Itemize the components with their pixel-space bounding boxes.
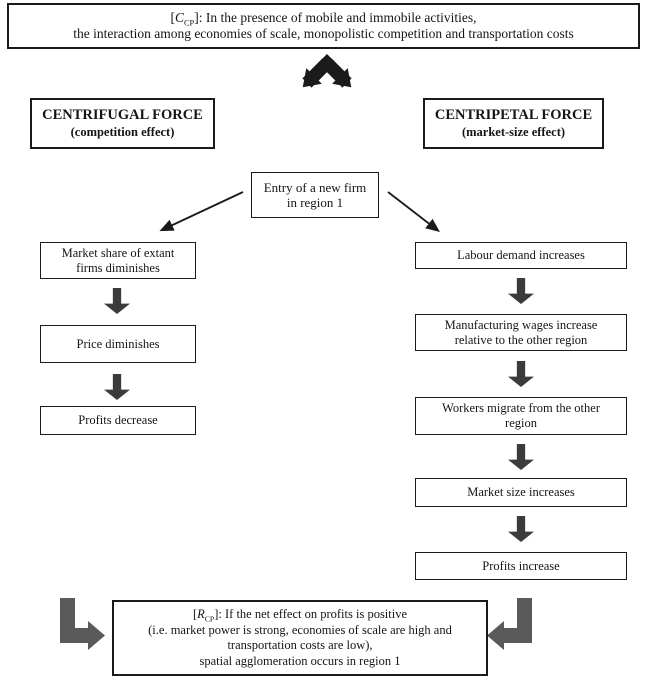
down-block-arrow-icon [508,444,534,470]
left-step-price: Price diminishes [40,325,196,363]
down-block-arrow-icon [508,516,534,542]
entry-box: Entry of a new firm in region 1 [251,172,379,218]
centrifugal-force-box: CENTRIFUGAL FORCE (competition effect) [30,98,215,149]
down-block-arrow-icon [104,374,130,400]
premise-line1: [CCP]: In the presence of mobile and imm… [170,10,477,28]
result-box: [RCP]: If the net effect on profits is p… [112,600,488,676]
down-block-arrow-icon [508,278,534,304]
right-step-market-size: Market size increases [415,478,627,507]
down-block-arrow-icon [104,288,130,314]
elbow-left-arrow-icon [487,598,532,650]
centripetal-title: CENTRIPETAL FORCE [434,106,593,123]
premise-line2: the interaction among economies of scale… [73,26,574,41]
right-step-migration: Workers migrate from the other region [415,397,627,435]
diagonal-right-arrow-icon [387,191,440,233]
left-step-market-share: Market share of extant firms diminishes [40,242,196,279]
centripetal-subtitle: (market-size effect) [461,125,566,140]
centrifugal-subtitle: (competition effect) [70,125,175,140]
right-step-profits-increase: Profits increase [415,552,627,580]
result-line3: transportation costs are low), [227,638,373,652]
premise-box: [CCP]: In the presence of mobile and imm… [7,3,640,49]
result-line2: (i.e. market power is strong, economies … [148,622,452,637]
result-line4: spatial agglomeration occurs in region 1 [199,653,401,668]
diagonal-left-arrow-icon [159,191,244,232]
right-step-wages: Manufacturing wages increase relative to… [415,314,627,351]
elbow-right-arrow-icon [60,598,105,650]
result-line1: [RCP]: If the net effect on profits is p… [192,607,408,624]
centripetal-force-box: CENTRIPETAL FORCE (market-size effect) [423,98,604,149]
left-step-profits: Profits decrease [40,406,196,435]
split-down-arrow-icon [302,54,352,88]
down-block-arrow-icon [508,361,534,387]
right-step-labour-demand: Labour demand increases [415,242,627,269]
centrifugal-title: CENTRIFUGAL FORCE [42,106,203,123]
diagonal-arrows [159,191,440,233]
